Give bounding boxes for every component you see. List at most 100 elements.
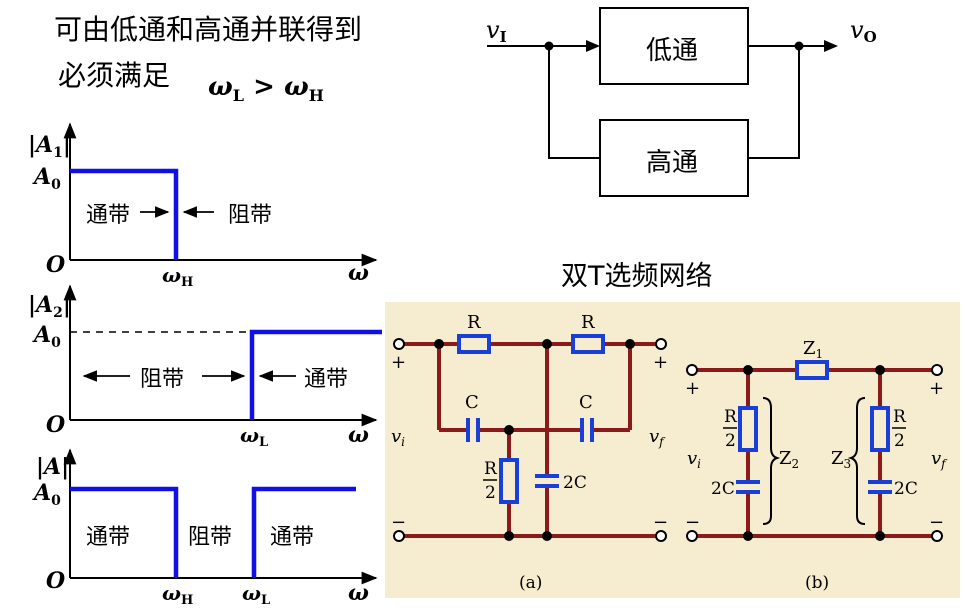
- input-node: [544, 41, 554, 51]
- circuit-a-rhalf-num: R: [484, 459, 498, 479]
- plot2-tick: ωL: [240, 423, 268, 450]
- circuit-b: Z1 Z2 Z3 R 2 2C R 2 2C + + − − vi vf (b): [685, 338, 948, 593]
- plot3-pass-left-label: 通带: [86, 525, 131, 550]
- plot3-lowpass-line: [70, 486, 179, 578]
- plot2-a0: A0: [32, 322, 61, 351]
- circuit-b-left-resistor: [738, 406, 758, 452]
- circuit-a-c2-label: C: [579, 392, 593, 413]
- output-node: [794, 41, 804, 51]
- circuit-a-resistor-r2: [571, 334, 605, 354]
- twin-t-title: 双T选频网络: [561, 261, 713, 292]
- circuit-b-right-resistor: [870, 406, 890, 452]
- circuit-b-vin: vi: [687, 448, 701, 471]
- highpass-box: [599, 119, 749, 197]
- plot1-origin: O: [46, 252, 65, 278]
- plot3-x-label: ω: [348, 580, 369, 606]
- plot2-response-line: [249, 329, 382, 420]
- plot3-pass-right-label: 通带: [270, 525, 315, 550]
- circuit-b-z1-label: Z1: [803, 338, 823, 361]
- lowpass-label: 低通: [646, 36, 699, 66]
- circuit-b-left-rhalf-den: 2: [725, 431, 736, 451]
- plot3-a0: A0: [32, 480, 61, 509]
- plot3-tick-l: ωL: [242, 581, 270, 608]
- plot1-a0: A0: [32, 164, 61, 193]
- circuit-a-in-bottom-terminal: [393, 530, 405, 542]
- omega-l: ω: [208, 72, 233, 102]
- circuit-b-z2-brace: [762, 397, 781, 525]
- circuit-a-vout: vf: [649, 426, 666, 449]
- circuit-b-z1-resistor: [795, 360, 829, 380]
- omega-h-sub: H: [308, 86, 324, 106]
- arrow-output: [824, 40, 838, 52]
- circuit-b-vout: vf: [931, 448, 948, 471]
- plot2-x-label: ω: [348, 422, 369, 448]
- circuit-a-out-top-terminal: [655, 338, 667, 350]
- circuit-a-r2-label: R: [581, 312, 595, 333]
- circuit-a-vin: vi: [391, 426, 405, 449]
- plot2-pass-label: 通带: [304, 367, 349, 392]
- plot2: |A2| A0 O ω ωL: [28, 284, 382, 450]
- circuit-b-z3-brace: [847, 397, 866, 525]
- response-plots: |A1| A0 O ω ωH |A2| A0 O ω ωL |A| A0 O ω…: [28, 122, 382, 608]
- circuit-a: R R C C R 2 2C + + − − vi vf (a): [391, 312, 668, 593]
- input-label: vI: [486, 16, 507, 46]
- plot1-ylabel: |A1|: [28, 132, 71, 161]
- circuit-a-out-bottom-terminal: [655, 530, 667, 542]
- block-diagram: vI vO: [486, 7, 877, 197]
- plot2-stop-label: 阻带: [140, 367, 185, 392]
- greater-than: >: [253, 72, 275, 102]
- circuit-a-resistor-rhalf: [499, 458, 519, 504]
- circuit-a-r1-label: R: [467, 312, 481, 333]
- output-label: vO: [850, 16, 877, 46]
- circuit-a-c1-label: C: [465, 392, 479, 413]
- circuit-a-in-top-terminal: [393, 338, 405, 350]
- highpass-input-wire: [548, 46, 600, 159]
- circuit-a-2c-label: 2C: [563, 473, 587, 493]
- circuit-b-in-top-terminal: [686, 364, 698, 376]
- circuit-b-minus-out: −: [929, 512, 944, 533]
- circuit-a-minus-in: −: [391, 512, 406, 533]
- circuit-b-plus-out: +: [929, 378, 944, 399]
- circuit-a-minus-out: −: [653, 512, 668, 533]
- plot1-stop-label: 阻带: [228, 203, 273, 228]
- highpass-output-wire: [748, 46, 800, 159]
- circuit-b-left-2c-label: 2C: [711, 479, 735, 499]
- circuit-b-left-rhalf-num: R: [724, 407, 738, 427]
- highpass-label: 高通: [646, 148, 699, 178]
- circuit-b-in-bottom-terminal: [686, 530, 698, 542]
- plot2-origin: O: [46, 412, 65, 438]
- circuit-b-right-rhalf-den: 2: [894, 431, 905, 451]
- circuit-b-right-2c-label: 2C: [894, 479, 918, 499]
- plot3-highpass-line: [251, 486, 356, 578]
- condition-formula: ωL > ωH: [208, 72, 324, 105]
- circuit-b-caption: (b): [805, 573, 829, 593]
- plot1-response-line: [70, 168, 179, 260]
- plot3-origin: O: [46, 568, 65, 594]
- plot1-pass-label: 通带: [86, 203, 131, 228]
- circuit-a-plus-out: +: [653, 352, 668, 373]
- circuit-b-z2-label: Z2: [779, 448, 799, 471]
- circuit-b-z3-label: Z3: [831, 448, 851, 471]
- circuit-b-out-bottom-terminal: [931, 530, 943, 542]
- plot1: |A1| A0 O ω ωH: [28, 122, 378, 290]
- heading-line1: 可由低通和高通并联得到: [54, 13, 363, 46]
- circuit-a-caption: (a): [519, 573, 542, 593]
- plot2-ylabel: |A2|: [28, 292, 71, 321]
- circuit-b-out-top-terminal: [931, 364, 943, 376]
- plot1-x-label: ω: [348, 260, 369, 286]
- omega-l-sub: L: [232, 86, 245, 106]
- twin-t-circuits: R R C C R 2 2C + + − − vi vf (a): [385, 302, 960, 598]
- circuit-a-plus-in: +: [391, 352, 406, 373]
- plot3-tick-h: ωH: [162, 581, 193, 608]
- circuit-b-plus-in: +: [685, 378, 700, 399]
- omega-h: ω: [283, 72, 309, 102]
- circuit-a-resistor-r1: [457, 334, 491, 354]
- arrow-into-lowpass: [586, 40, 600, 52]
- plot3-ylabel: |A|: [36, 454, 69, 480]
- circuit-b-right-rhalf-num: R: [893, 407, 907, 427]
- plot3-stop-mid-label: 阻带: [188, 525, 233, 550]
- plot3: |A| A0 O ω ωH ωL: [32, 448, 378, 608]
- plot1-tick: ωH: [162, 263, 193, 290]
- heading-line2: 必须满足: [58, 59, 171, 92]
